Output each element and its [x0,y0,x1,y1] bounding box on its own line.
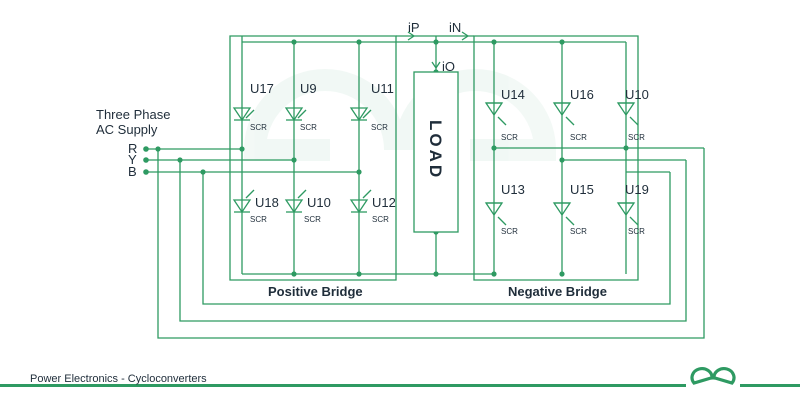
scr-symbol-icon [484,202,507,226]
scr-type-label: SCR [570,133,587,142]
scr-type-label: SCR [371,123,388,132]
scr-type-label: SCR [501,227,518,236]
scr-u11: U11 SCR [349,81,394,132]
scr-id-label: U19 [625,182,649,197]
scr-symbol-icon [349,107,372,122]
scr-id-label: U9 [300,81,317,96]
scr-type-label: SCR [628,227,645,236]
scr-type-label: SCR [300,123,317,132]
scr-type-label: SCR [250,215,267,224]
scr-u10-positive: U10 SCR [284,189,331,224]
scr-u16: U16 SCR [552,87,594,142]
in-arrow-icon [461,31,470,41]
cycloconverter-circuit-diagram: LOAD iP iN iO Three Phase AC Supply R Y … [96,20,705,339]
phase-b-label: B [128,164,137,179]
supply-title-line2: AC Supply [96,122,158,137]
scr-u19: U19 SCR [616,182,649,236]
scr-u12: U12 SCR [349,189,396,224]
scr-symbol-icon [552,102,575,126]
scr-type-label: SCR [501,133,518,142]
scr-id-label: U12 [372,195,396,210]
scr-id-label: U14 [501,87,525,102]
phase-r-label: R [128,141,137,156]
scr-u17: U17 SCR [232,81,274,132]
gfg-logo-icon [690,367,736,385]
scr-symbol-icon [552,202,575,226]
phase-y-label: Y [128,152,137,167]
scr-type-label: SCR [570,227,587,236]
scr-type-label: SCR [628,133,645,142]
scr-type-label: SCR [372,215,389,224]
footer-logo [686,364,740,392]
current-ip-label: iP [408,20,420,35]
scr-symbol-icon [284,189,307,214]
footer: Power Electronics - Cycloconverters [0,360,800,400]
scr-id-label: U15 [570,182,594,197]
supply-title-line1: Three Phase [96,107,170,122]
scr-symbol-icon [232,189,255,214]
io-arrow-icon [431,61,441,70]
scr-id-label: U11 [371,81,394,96]
scr-id-label: U17 [250,81,274,96]
scr-id-label: U13 [501,182,525,197]
scr-symbol-icon [616,202,639,226]
scr-u9: U9 SCR [284,81,317,132]
scr-symbol-icon [616,102,639,126]
junction-dots [143,39,629,277]
scr-u10-negative: U10 SCR [616,87,649,142]
current-arrows [407,31,470,70]
current-io-label: iO [442,59,455,74]
scr-u13: U13 SCR [484,182,525,236]
scr-type-label: SCR [250,123,267,132]
scr-id-label: U16 [570,87,594,102]
scr-symbol-icon [284,107,307,122]
load-block: LOAD [413,71,459,233]
scr-symbol-icon [349,189,372,214]
footer-caption: Power Electronics - Cycloconverters [30,373,207,385]
scr-id-label: U18 [255,195,279,210]
positive-bridge-label: Positive Bridge [268,284,363,299]
scr-u15: U15 SCR [552,182,594,236]
watermark-logo-icon [243,69,557,161]
footer-divider [0,384,800,387]
scr-u18: U18 SCR [232,189,279,224]
negative-bridge-label: Negative Bridge [508,284,607,299]
scr-symbol-icon [484,102,507,126]
scr-id-label: U10 [625,87,649,102]
scr-symbol-icon [232,107,255,122]
scr-type-label: SCR [304,215,321,224]
load-label: LOAD [426,120,445,180]
scr-id-label: U10 [307,195,331,210]
ip-arrow-icon [407,31,416,41]
scr-u14: U14 SCR [484,87,525,142]
current-in-label: iN [449,20,461,35]
